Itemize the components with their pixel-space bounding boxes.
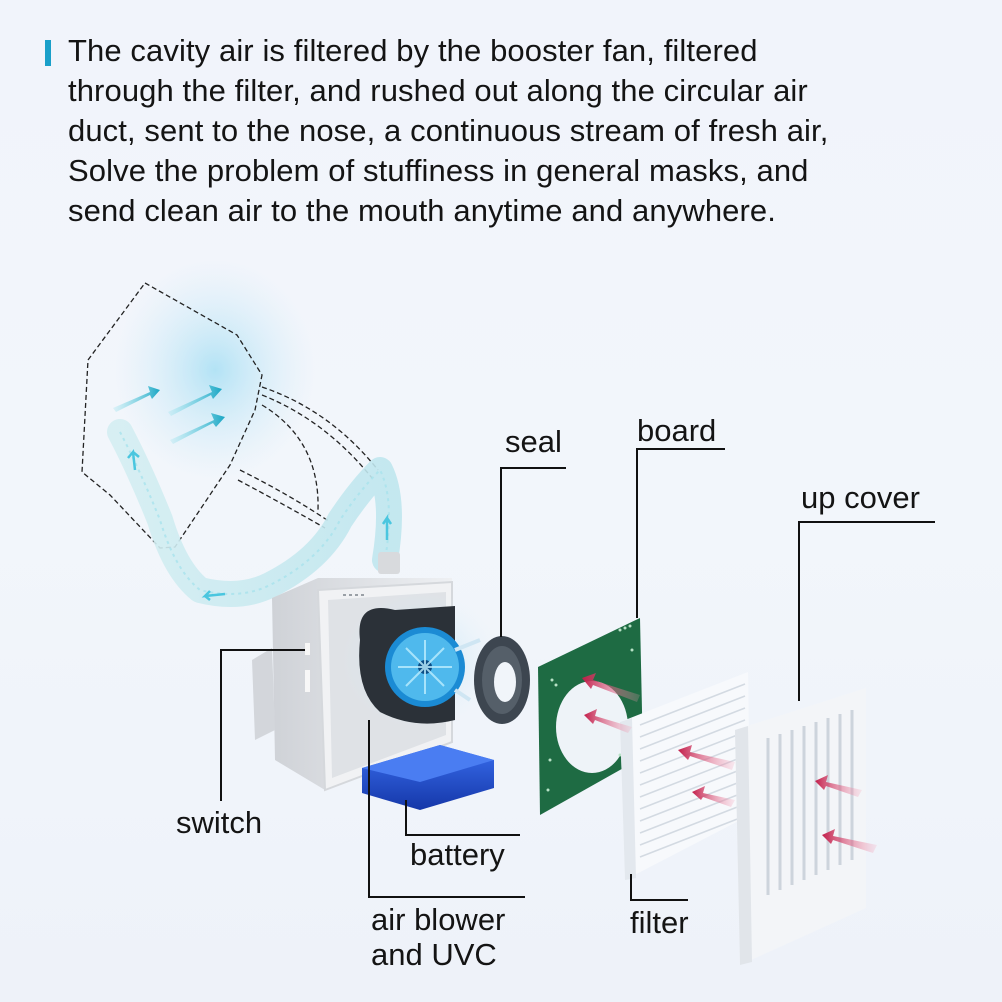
label-battery: battery bbox=[410, 837, 505, 872]
seal-leader-v bbox=[500, 467, 502, 637]
filter-leader-v bbox=[630, 874, 632, 900]
label-seal: seal bbox=[505, 424, 562, 459]
description-line: Solve the problem of stuffiness in gener… bbox=[68, 153, 809, 188]
battery-leader-v bbox=[405, 800, 407, 835]
clean-air-arrows bbox=[113, 385, 225, 444]
up-cover bbox=[735, 688, 866, 965]
up-cover-leader-h bbox=[798, 521, 935, 523]
air-blower bbox=[340, 590, 500, 730]
mask-glow bbox=[115, 260, 315, 480]
seal-leader-h bbox=[500, 467, 566, 469]
accent-bar bbox=[45, 40, 51, 66]
air-blower-leader-h bbox=[368, 896, 525, 898]
label-air-blower-line2: and UVC bbox=[371, 937, 497, 972]
switch-leader-h bbox=[220, 649, 305, 651]
description-line: duct, sent to the nose, a continuous str… bbox=[68, 113, 829, 148]
label-up-cover: up cover bbox=[801, 480, 920, 515]
seal bbox=[474, 636, 530, 724]
description-line: through the filter, and rushed out along… bbox=[68, 73, 808, 108]
battery-leader-h bbox=[405, 834, 520, 836]
filter bbox=[620, 672, 750, 880]
description-line: send clean air to the mouth anytime and … bbox=[68, 193, 776, 228]
switch-leader-v bbox=[220, 649, 222, 801]
board-leader-v bbox=[636, 448, 638, 618]
air-blower-leader-v bbox=[368, 720, 370, 897]
board-leader-h bbox=[636, 448, 725, 450]
label-switch: switch bbox=[176, 805, 263, 840]
battery bbox=[362, 745, 494, 810]
description-line: The cavity air is filtered by the booste… bbox=[68, 33, 758, 68]
description-text: The cavity air is filtered by the booste… bbox=[68, 31, 988, 231]
filter-leader-h bbox=[630, 899, 688, 901]
air-duct bbox=[107, 419, 402, 607]
label-filter: filter bbox=[630, 905, 689, 940]
up-cover-leader-v bbox=[798, 521, 800, 701]
label-air-blower-line1: air blower bbox=[371, 902, 506, 937]
intake-air-arrows bbox=[582, 673, 877, 853]
label-board: board bbox=[637, 413, 717, 448]
